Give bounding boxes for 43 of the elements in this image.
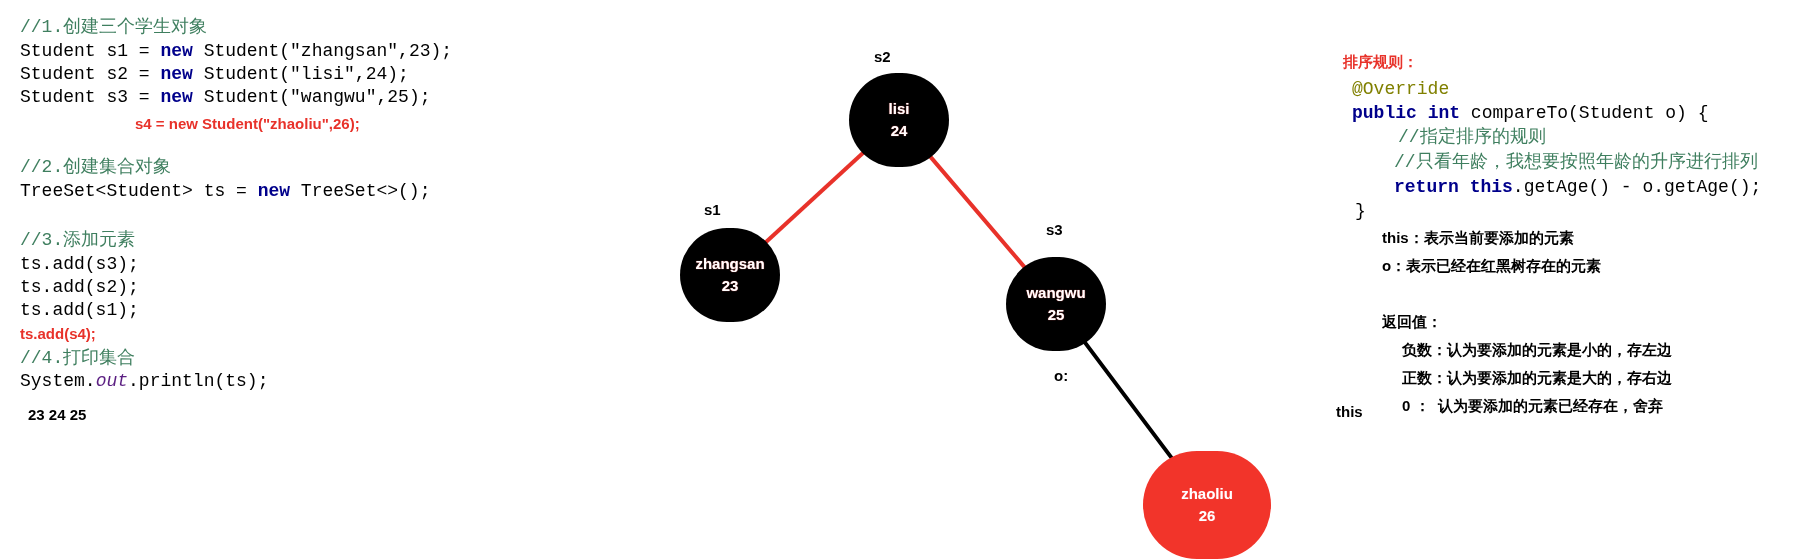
- code-line: System.out.println(ts);: [20, 370, 269, 393]
- variable-label: s2: [874, 47, 891, 67]
- code-comment: //2.创建集合对象: [20, 156, 172, 179]
- code-line: Student s1 = new Student("zhangsan",23);: [20, 40, 453, 63]
- node-text: 25: [1047, 306, 1065, 324]
- node-text: lisi: [888, 100, 910, 118]
- code-comment: //1.创建三个学生对象: [20, 16, 208, 39]
- node-text: 26: [1198, 507, 1216, 525]
- code-line: TreeSet<Student> ts = new TreeSet<>();: [20, 180, 431, 203]
- code-line: ts.add(s3);: [20, 253, 139, 276]
- code-line: ts.add(s4);: [20, 324, 96, 344]
- code-line: Student s3 = new Student("wangwu",25);: [20, 86, 431, 109]
- code-comment: //只看年龄，我想要按照年龄的升序进行排列: [1394, 151, 1758, 174]
- code-line: s4 = new Student("zhaoliu",26);: [135, 114, 360, 134]
- note-text: this：表示当前要添加的元素: [1382, 228, 1574, 248]
- code-comment: //4.打印集合: [20, 347, 136, 370]
- node-text: zhangsan: [695, 255, 765, 273]
- tree-edge: [928, 154, 1027, 270]
- code-line: ts.add(s1);: [20, 299, 139, 322]
- tree-edge: [763, 150, 866, 245]
- variable-label: s1: [704, 200, 721, 220]
- code-line: return this.getAge() - o.getAge();: [1394, 176, 1762, 199]
- note-text: o:: [1054, 366, 1069, 386]
- code-line: Student s2 = new Student("lisi",24);: [20, 63, 409, 86]
- code-annotation: @Override: [1352, 78, 1450, 101]
- node-text: 24: [890, 122, 908, 140]
- note-text: 返回值：: [1382, 312, 1442, 332]
- node-text: wangwu: [1026, 284, 1086, 302]
- note-text: this: [1336, 402, 1363, 422]
- code-comment: //指定排序的规则: [1398, 126, 1546, 149]
- section-heading: 排序规则：: [1343, 52, 1418, 72]
- code-line: }: [1355, 200, 1366, 223]
- code-comment: //3.添加元素: [20, 229, 136, 252]
- note-text: 0 ： 认为要添加的元素已经存在，舍弃: [1402, 396, 1663, 416]
- code-line: ts.add(s2);: [20, 276, 139, 299]
- note-text: 23 24 25: [28, 405, 87, 425]
- note-text: 正数：认为要添加的元素是大的，存右边: [1402, 368, 1672, 388]
- variable-label: s3: [1046, 220, 1063, 240]
- node-text: 23: [721, 277, 739, 295]
- code-line: public int compareTo(Student o) {: [1352, 102, 1709, 125]
- note-text: o：表示已经在红黑树存在的元素: [1382, 256, 1602, 276]
- note-text: 负数：认为要添加的元素是小的，存左边: [1402, 340, 1672, 360]
- node-text: zhaoliu: [1181, 485, 1233, 503]
